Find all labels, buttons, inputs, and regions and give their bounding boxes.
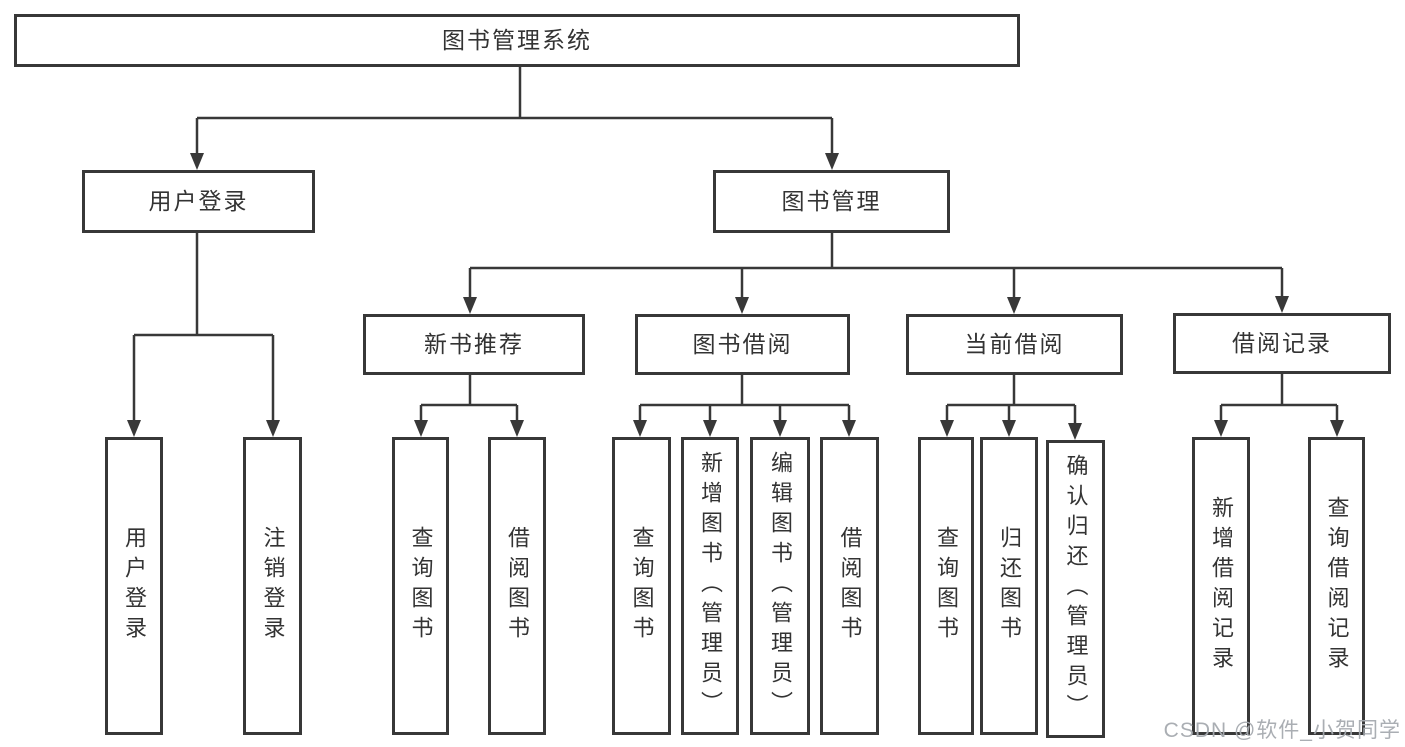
leaf-query-books-recommend: 查询图书 <box>392 437 449 735</box>
leaf-borrow-books-recommend: 借阅图书 <box>488 437 546 735</box>
leaf-borrow-books-borrowing: 借阅图书 <box>820 437 879 735</box>
leaf-return-books: 归还图书 <box>980 437 1038 735</box>
leaf-add-books-admin: 新增图书（管理员） <box>681 437 739 735</box>
leaf-query-books-current: 查询图书 <box>918 437 974 735</box>
node-new-book-recommend: 新书推荐 <box>363 314 585 375</box>
leaf-edit-books-admin: 编辑图书（管理员） <box>750 437 810 735</box>
leaf-add-borrow-record: 新增借阅记录 <box>1192 437 1250 735</box>
node-user-login: 用户登录 <box>82 170 315 233</box>
node-current-borrowing: 当前借阅 <box>906 314 1123 375</box>
node-book-borrowing: 图书借阅 <box>635 314 850 375</box>
leaf-user-login: 用户登录 <box>105 437 163 735</box>
arrowheads <box>127 153 1344 440</box>
leaf-query-borrow-record: 查询借阅记录 <box>1308 437 1365 735</box>
csdn-watermark: CSDN @软件_小贺同学 <box>1163 719 1401 742</box>
node-borrowing-records: 借阅记录 <box>1173 313 1391 374</box>
node-library-system: 图书管理系统 <box>14 14 1020 67</box>
leaf-logout-login: 注销登录 <box>243 437 302 735</box>
node-book-management: 图书管理 <box>713 170 950 233</box>
leaf-query-books-borrowing: 查询图书 <box>612 437 671 735</box>
leaf-confirm-return-admin: 确认归还（管理员） <box>1046 440 1105 738</box>
